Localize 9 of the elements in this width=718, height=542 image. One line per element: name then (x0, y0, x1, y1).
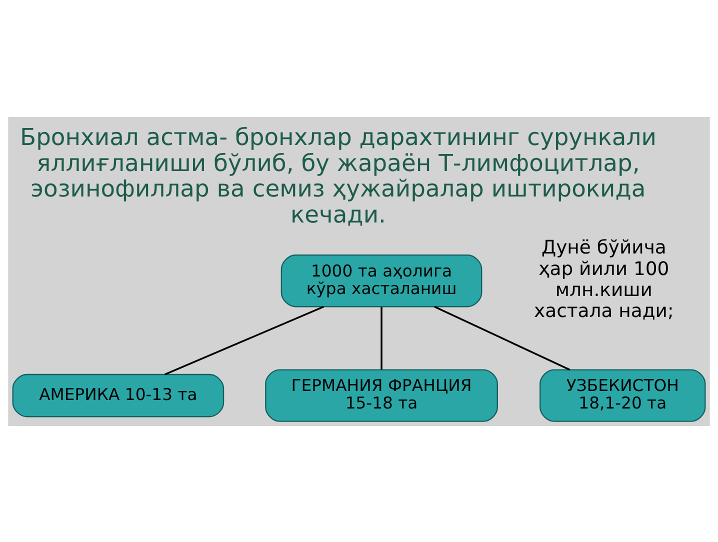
connector (164, 305, 324, 375)
node-box: 1000 та аҳолига кўра хасталаниш (280, 254, 482, 307)
node-box: ГЕРМАНИЯ ФРАНЦИЯ 15-18 та (265, 368, 498, 422)
label: Дунё бўйича ҳар йили 100 млн.киши хастала нади; (534, 237, 674, 322)
connector (380, 306, 382, 370)
node-box: УЗБЕКИСТОН 18,1-20 та (540, 368, 706, 422)
node-box: АМЕРИКА 10-13 та (12, 373, 224, 417)
connector (434, 305, 570, 370)
diagram-title: Бронхиал астма- бронхлар дарахтининг сурункали яллиғланиши бўлиб, бу жараён Т-лимфоцитлар, эозинофиллар ва семиз ҳужайралар иштирокида кечади. (20, 122, 656, 228)
